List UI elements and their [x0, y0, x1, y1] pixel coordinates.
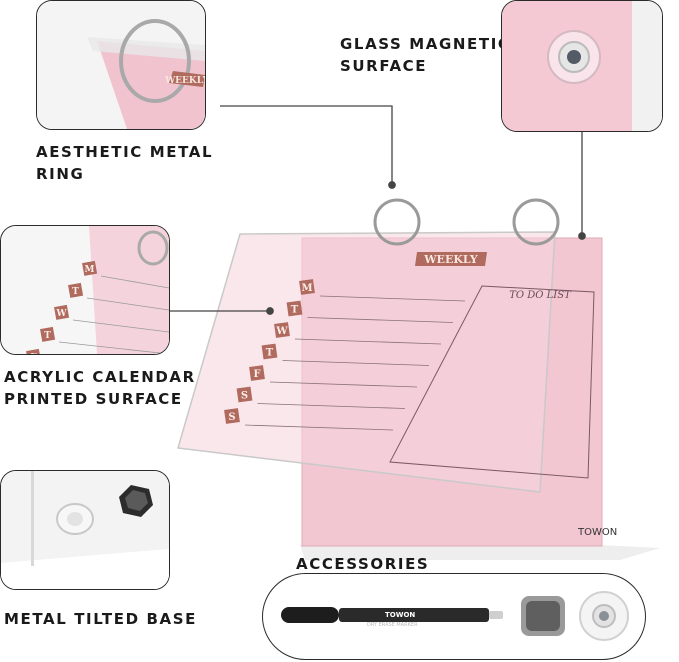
day-line — [282, 360, 430, 366]
day-row: T — [261, 343, 430, 366]
day-letter: S — [241, 391, 248, 402]
inset-day-letter: M — [85, 265, 95, 275]
metal-base — [300, 545, 660, 560]
day-letter: F — [253, 369, 260, 380]
inset-day-badge — [82, 260, 98, 276]
inset-day-rows: M T W T F — [26, 260, 169, 354]
inset-day-badge — [68, 282, 84, 298]
inset-day-row: T — [40, 326, 169, 354]
weekly-banner: WEEKLY — [415, 252, 487, 266]
weekly-title: WEEKLY — [423, 253, 478, 266]
inset-metal-base — [0, 470, 170, 590]
inset-day-line — [86, 297, 169, 311]
day-row: S — [224, 408, 394, 431]
day-line — [244, 424, 394, 431]
label-ring-line1: AESTHETIC METAL — [36, 143, 214, 161]
inset-day-letter: T — [44, 331, 51, 341]
day-badge — [274, 322, 290, 338]
label-glass-magnetic: GLASS MAGNETIC SURFACE — [340, 33, 511, 77]
todo-title: TO DO LIST — [509, 290, 572, 301]
inset-day-line — [72, 319, 169, 333]
marker-caption: DRY ERASE MARKER — [367, 622, 418, 628]
day-line — [307, 317, 454, 323]
inset-day-badge — [54, 304, 70, 320]
label-acrylic-line1: ACRYLIC CALENDAR — [4, 368, 196, 386]
inset-day-row: F — [26, 348, 42, 354]
label-accessories-text: ACCESSORIES — [296, 555, 430, 573]
label-glass-line2: SURFACE — [340, 57, 428, 75]
day-letter: W — [275, 326, 288, 337]
acrylic-sheet — [177, 231, 556, 493]
label-glass-line1: GLASS MAGNETIC — [340, 35, 511, 53]
inset-day-row: T — [68, 282, 169, 311]
marker-brand: TOWON — [385, 611, 415, 619]
day-line — [319, 295, 466, 302]
day-badge — [299, 279, 315, 295]
marker-icon: TOWON DRY ERASE MARKER — [281, 607, 503, 628]
inset-acrylic: M T W T F — [0, 225, 170, 355]
accessories-drawing: TOWON DRY ERASE MARKER — [281, 591, 629, 641]
inset-day-letter: T — [72, 287, 79, 297]
board-brand: TOWON — [577, 527, 617, 538]
day-badge — [236, 386, 253, 403]
label-metal-base: METAL TILTED BASE — [4, 608, 197, 630]
day-letter: M — [301, 283, 312, 294]
accessories-panel: TOWON DRY ERASE MARKER — [262, 573, 646, 660]
day-line — [257, 403, 406, 409]
day-line — [269, 381, 418, 388]
inset-ring-drawing: WEEKLY — [37, 1, 205, 129]
label-acrylic: ACRYLIC CALENDAR PRINTED SURFACE — [4, 366, 196, 410]
day-row: M — [299, 279, 466, 302]
day-row: W — [274, 322, 442, 345]
day-letter: T — [266, 348, 274, 359]
day-badge — [286, 300, 303, 317]
todo-box — [389, 285, 595, 479]
magnetic-eraser-icon — [521, 596, 565, 636]
inset-day-row: M — [82, 260, 169, 289]
inset-day-badge — [40, 326, 56, 342]
day-badge — [249, 365, 265, 381]
day-letter: T — [291, 305, 299, 316]
ring-right — [512, 198, 560, 246]
day-badge — [261, 343, 278, 360]
ring-left — [373, 198, 421, 246]
label-metal-ring: AESTHETIC METAL RING — [36, 141, 213, 185]
day-letter: S — [228, 412, 235, 423]
leader-lines — [168, 105, 586, 315]
magnet-icon — [567, 50, 581, 64]
inset-day-row: W — [54, 304, 169, 333]
label-accessories: ACCESSORIES — [296, 553, 429, 575]
label-acrylic-line2: PRINTED SURFACE — [4, 390, 183, 408]
inset-ring-weekly: WEEKLY — [164, 76, 205, 86]
day-row: T — [286, 300, 454, 323]
label-base-text: METAL TILTED BASE — [4, 610, 197, 628]
inset-glass-magnetic — [501, 0, 663, 132]
inset-metal-ring: WEEKLY — [36, 0, 206, 130]
inset-base-drawing — [1, 471, 169, 589]
inset-day-letter: W — [55, 309, 67, 319]
day-badge — [224, 408, 240, 424]
inset-acrylic-drawing: M T W T F — [1, 226, 169, 354]
inset-day-letter: F — [30, 353, 37, 354]
day-row: F — [249, 365, 418, 388]
label-ring-line2: RING — [36, 165, 85, 183]
day-line — [294, 338, 442, 345]
inset-glass-drawing — [502, 1, 662, 131]
inset-day-badge — [26, 348, 42, 354]
magnet-button-icon — [579, 591, 629, 641]
inset-day-line — [58, 341, 169, 354]
day-row: S — [236, 386, 406, 409]
inset-day-line — [100, 275, 169, 289]
